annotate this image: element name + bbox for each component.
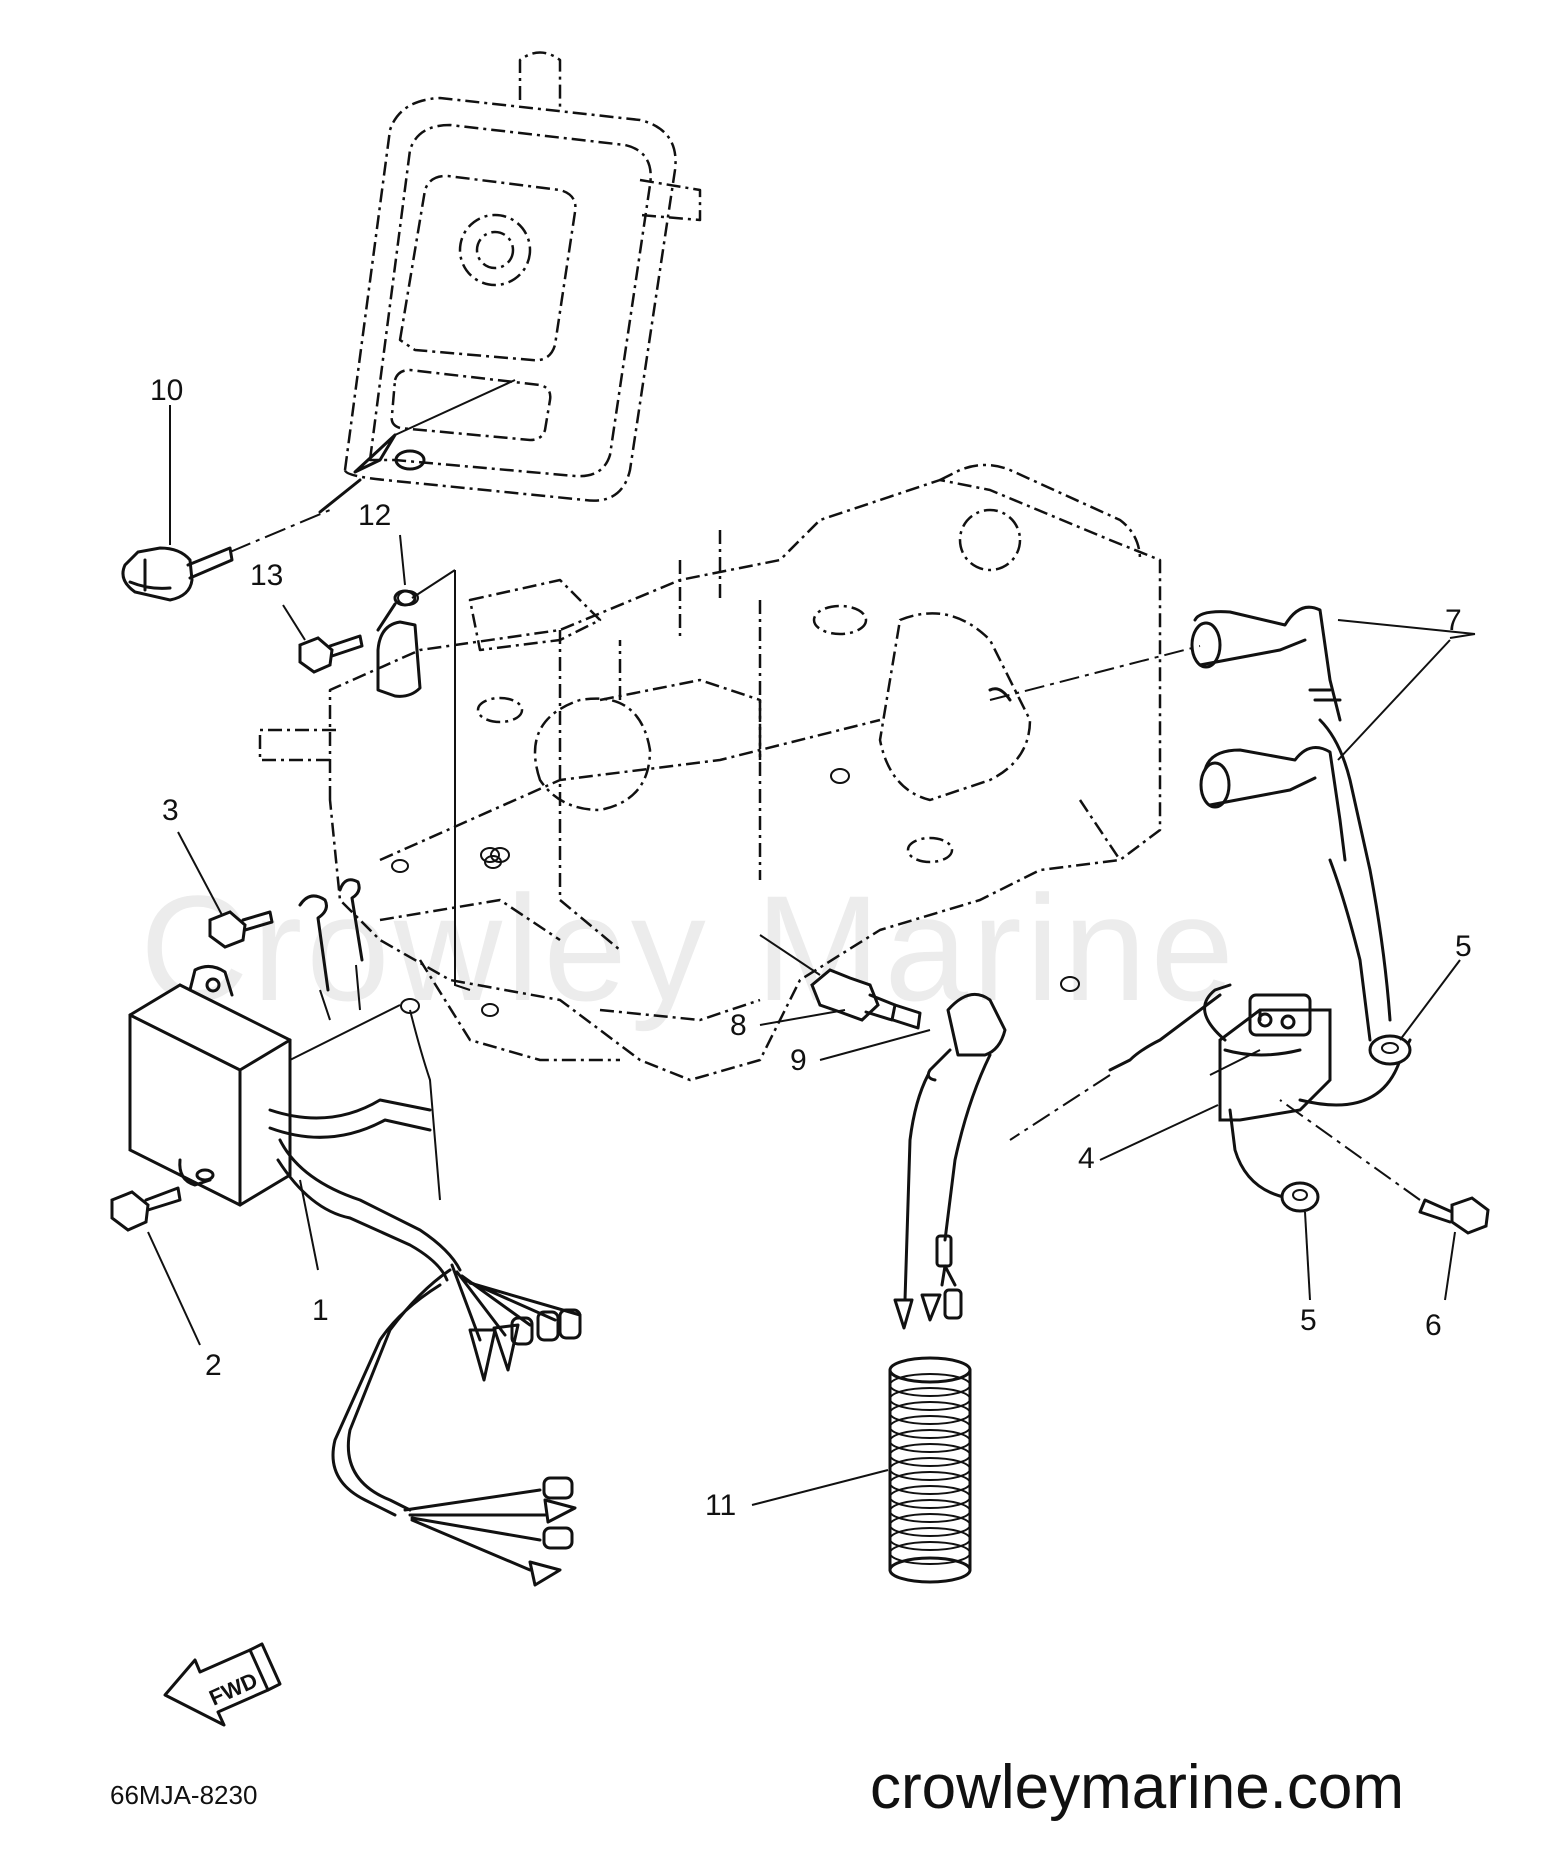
part-12-clamp: [376, 534, 471, 991]
part-7-plug-caps: [988, 605, 1476, 1042]
part-10-thermo-switch: [121, 379, 516, 602]
callout-6: 6: [1425, 1309, 1442, 1342]
part-5-grommets: [1280, 959, 1461, 1301]
callout-7: 7: [1445, 604, 1462, 637]
engine-block: [258, 463, 1162, 1082]
part-1-cdi-unit: [128, 965, 462, 1517]
part-13-bolt: [282, 604, 364, 674]
callout-2: 2: [205, 1349, 222, 1382]
silencer-cover: [343, 51, 702, 502]
tube-ring: [889, 1401, 971, 1425]
callout-5b: 5: [1300, 1304, 1317, 1337]
site-url: crowleymarine.com: [870, 1753, 1404, 1822]
tube-ring: [889, 1429, 971, 1453]
diagram-code: 66MJA-8230: [110, 1780, 257, 1810]
tube-ring: [889, 1513, 971, 1537]
part-11-corrugated-tube: [751, 1356, 972, 1584]
part-6-bolt: [1279, 1099, 1490, 1301]
part-8-switch: [759, 934, 922, 1030]
watermark-text: Crowley Marine: [140, 864, 1238, 1032]
callout-8: 8: [730, 1009, 747, 1042]
part-2-bolt: [110, 1186, 201, 1346]
tube-ring: [889, 1471, 971, 1495]
callout-3: 3: [162, 794, 179, 827]
tube-ring: [889, 1485, 971, 1509]
callout-13: 13: [250, 559, 283, 592]
callout-11: 11: [705, 1489, 736, 1522]
callout-12: 12: [358, 499, 391, 532]
part-4-ignition-coil: [1009, 983, 1412, 1202]
tube-ring: [889, 1527, 971, 1551]
callout-1: 1: [312, 1294, 329, 1327]
callout-5a: 5: [1455, 930, 1472, 963]
tube-ring: [889, 1457, 971, 1481]
callout-9: 9: [790, 1044, 807, 1077]
callout-10: 10: [150, 374, 183, 407]
part-3-bolt: [177, 831, 364, 1021]
tube-ring: [889, 1541, 971, 1565]
tube-ring: [889, 1499, 971, 1523]
cdi-wire-harness: [289, 1004, 582, 1587]
fwd-arrow-icon: FWD: [163, 1642, 282, 1727]
tube-ring: [889, 1415, 971, 1439]
callout-labels: 1 2 3 4 5 5 6 7 8 9 10 11 12 13: [150, 374, 1472, 1522]
tube-ring: [889, 1373, 971, 1397]
callout-4: 4: [1078, 1142, 1095, 1175]
tube-ring: [889, 1443, 971, 1467]
part-9-plug-cap: [819, 992, 1007, 1330]
tube-ring: [889, 1387, 971, 1411]
